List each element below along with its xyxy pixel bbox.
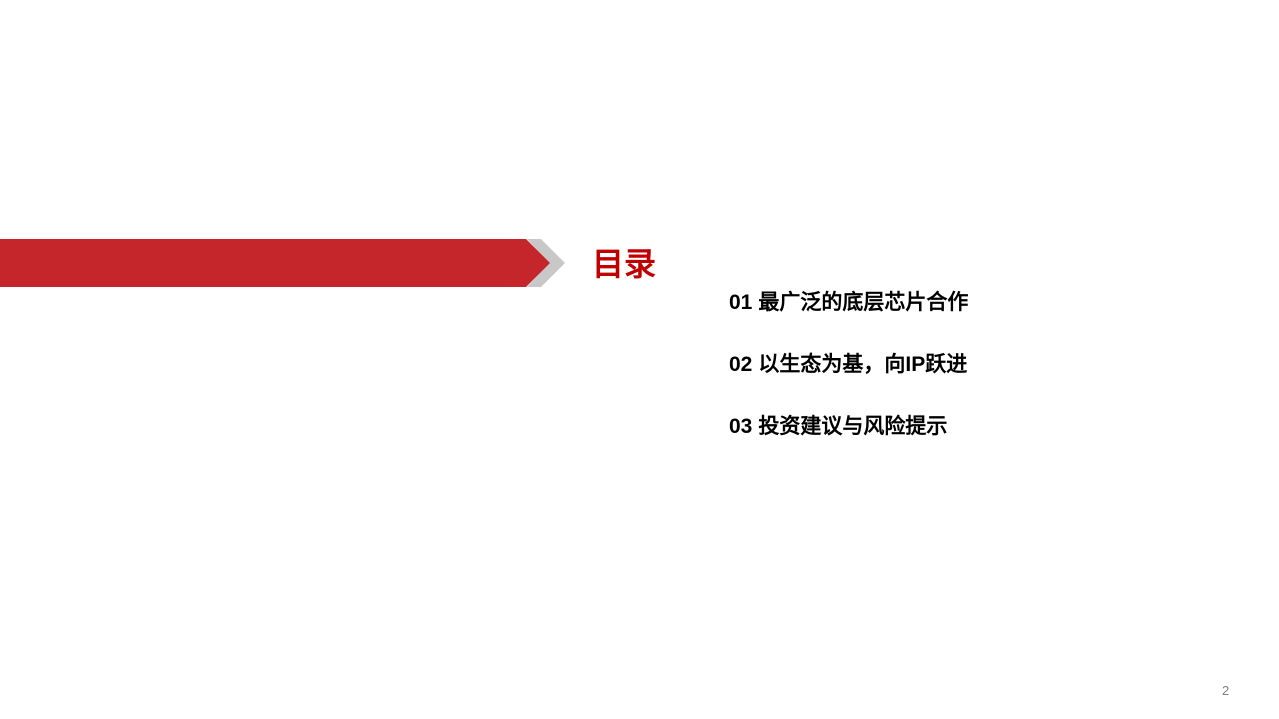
- toc-item-number: 03: [729, 415, 753, 438]
- toc-item-number: 01: [729, 291, 753, 314]
- toc-item-label: 投资建议与风险提示: [758, 415, 948, 438]
- page-number: 2: [1222, 683, 1230, 698]
- arrow-banner-icon: [0, 239, 565, 287]
- red-arrow-banner: [0, 239, 570, 287]
- toc-item-label: 以生态为基，向IP跃进: [758, 353, 968, 376]
- toc-item-label: 最广泛的底层芯片合作: [758, 291, 969, 314]
- gray-chevron-shape: [527, 239, 565, 287]
- red-arrow-shape: [0, 239, 550, 287]
- page-title: 目录: [592, 246, 657, 282]
- toc-item-number: 02: [729, 353, 753, 376]
